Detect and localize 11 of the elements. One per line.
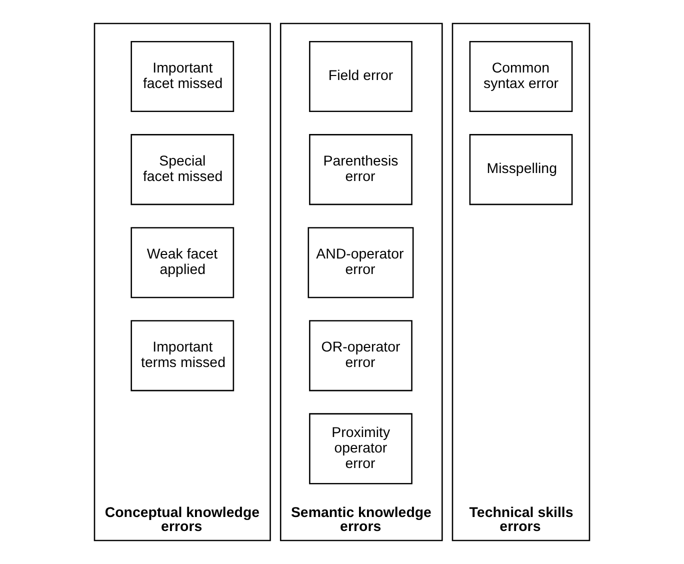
- node-box: Misspelling: [469, 134, 573, 206]
- node-box: Weak facet applied: [130, 227, 234, 298]
- node-box: Parenthesis error: [309, 134, 412, 206]
- node-box: Important facet missed: [130, 40, 234, 112]
- node-box: Common syntax error: [469, 40, 573, 112]
- node-box: AND-operator error: [308, 227, 414, 298]
- node-box: Special facet missed: [130, 134, 234, 206]
- node-box: Important terms missed: [130, 320, 234, 392]
- node-box: Proximity operator error: [309, 413, 412, 484]
- node-box: Field error: [309, 40, 412, 112]
- node-box: OR-operator error: [309, 320, 412, 392]
